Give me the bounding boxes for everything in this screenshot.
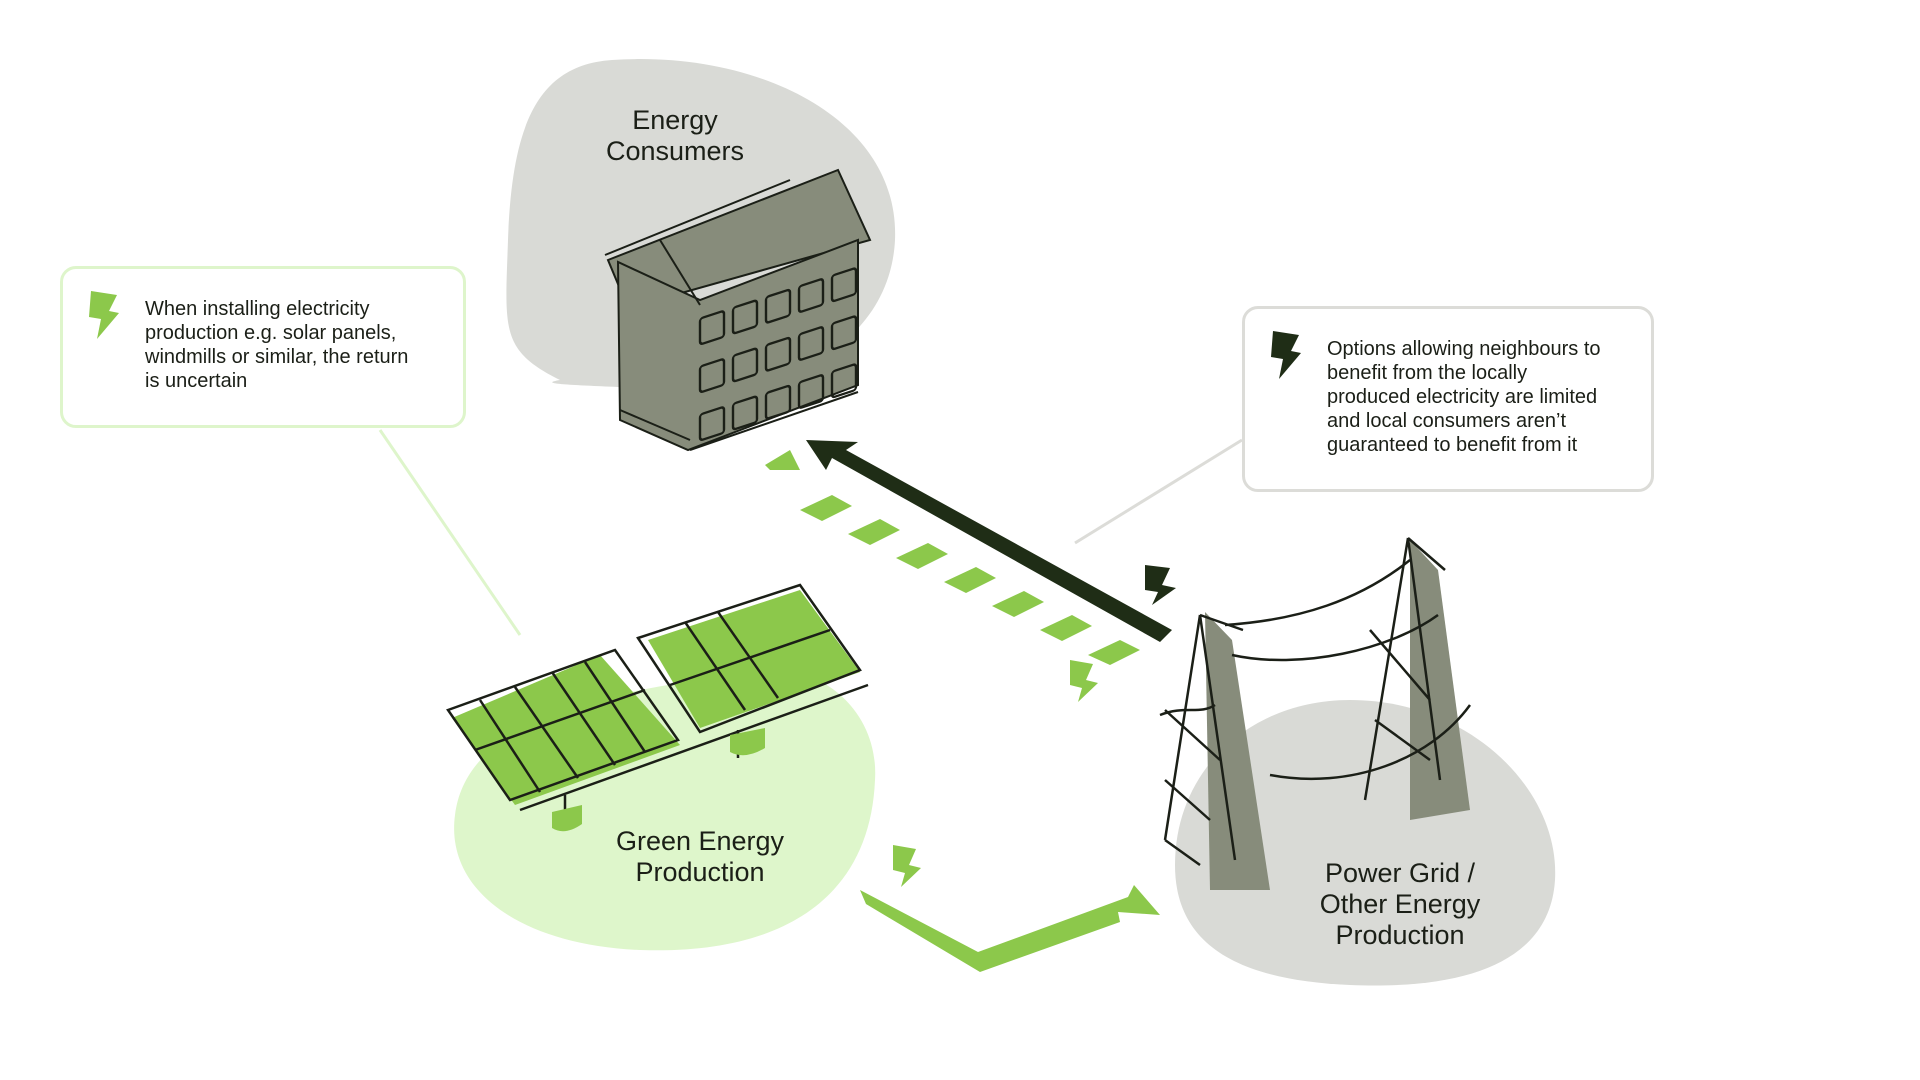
power-grid-label-line: Power Grid / [1324, 858, 1476, 888]
energy-consumers-label: Energy Consumers [575, 105, 775, 167]
lightning-bolt-icon [1271, 331, 1301, 379]
limited-options-callout: Options allowing neighbours to benefit f… [1242, 306, 1654, 492]
green-energy-production-label: Green Energy Production [580, 826, 820, 888]
green-energy-production-label-line: Production [635, 857, 765, 887]
power-grid-label-line: Other Energy [1319, 889, 1481, 919]
callout-text-line: produced electricity are limited [1327, 386, 1598, 408]
dashed-green-arrow-icon [765, 450, 1140, 665]
power-pylon-icon [1159, 537, 1472, 890]
right-callout-connector [1074, 438, 1243, 545]
power-grid-label: Power Grid / Other Energy Production [1270, 858, 1530, 951]
callout-text-line: is uncertain [145, 370, 248, 392]
uncertain-return-callout: When installing electricity production e… [60, 266, 466, 428]
lightning-bolt-icon [1145, 565, 1176, 605]
callout-text-line: When installing electricity [145, 298, 370, 320]
callout-text-line: production e.g. solar panels, [145, 322, 397, 344]
lightning-bolt-icon [89, 291, 119, 339]
green-arrow-icon [860, 885, 1160, 972]
energy-consumers-label-line: Consumers [605, 136, 745, 166]
energy-consumers-label-line: Energy [632, 105, 718, 135]
callout-text-line: Options allowing neighbours to [1327, 338, 1601, 360]
left-callout-connector [378, 429, 522, 636]
solar-panel-icon [446, 583, 869, 832]
apartment-building-icon [604, 168, 872, 452]
callout-text-line: guaranteed to benefit from it [1327, 434, 1578, 456]
callout-text-line: benefit from the locally [1327, 362, 1528, 384]
lightning-bolt-icon [893, 845, 921, 887]
green-energy-production-label-line: Green Energy [615, 826, 785, 856]
callout-text-line: and local consumers aren’t [1327, 410, 1567, 432]
lightning-bolt-icon [1070, 660, 1098, 702]
power-grid-label-line: Production [1335, 920, 1465, 950]
callout-text-line: windmills or similar, the return [145, 346, 409, 368]
dark-arrow-icon [806, 440, 1172, 642]
